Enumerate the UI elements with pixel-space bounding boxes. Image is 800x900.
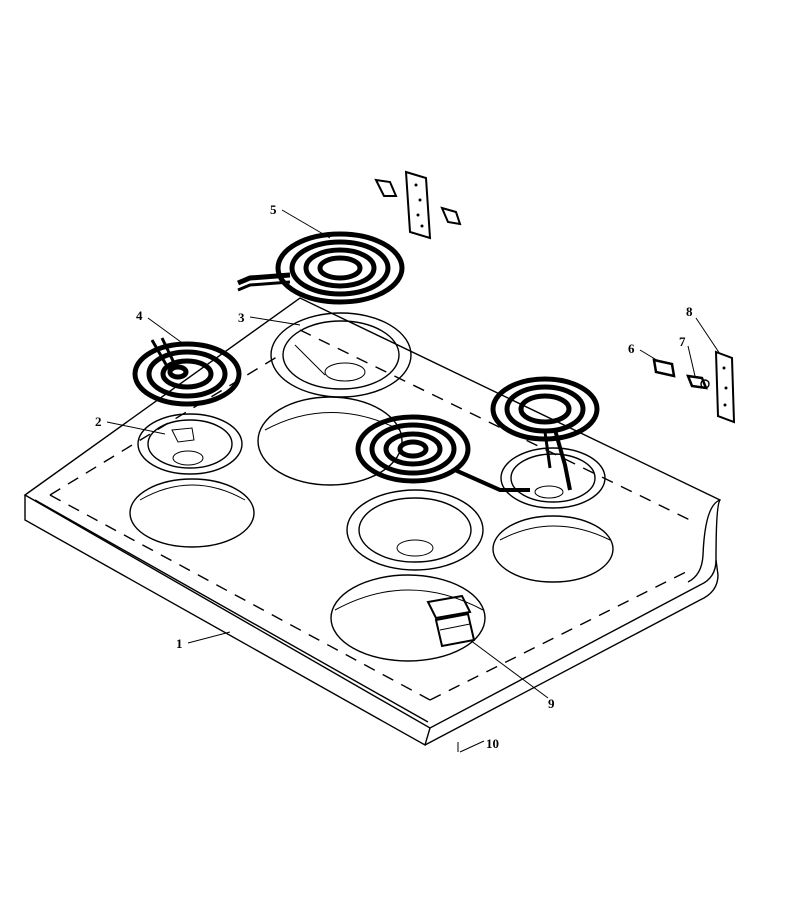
part-label-7: 7 [679,334,686,349]
burner-opening-front-left [129,478,255,548]
part-label-3: 3 [238,310,245,325]
burner-opening-front-right [492,515,614,583]
switch-assembly-part-9 [426,594,476,648]
bracket-part-6 [652,358,676,378]
part-label-8: 8 [686,304,693,319]
coil-element-large-back [237,231,405,305]
part-label-4: 4 [136,308,143,323]
part-label-6: 6 [628,341,635,356]
drip-bowl-small-left [137,413,243,475]
drip-bowl-center [346,489,484,571]
burner-opening-front-center [330,574,486,662]
terminal-bracket-back [374,170,462,240]
drip-bowl-right [500,447,606,509]
drip-bowl-large-back [270,312,412,398]
part-label-2: 2 [95,414,102,429]
leader-lines [106,209,721,753]
part-label-5: 5 [270,202,277,217]
coil-element-small-left [132,337,242,407]
part-label-10: 10 [486,736,499,751]
coil-element-right [490,376,600,491]
burner-opening-center [257,396,403,486]
terminal-block-right [714,350,736,424]
cooktop-panel [23,297,722,747]
clip-part-7 [686,374,710,390]
part-label-1: 1 [176,636,183,651]
part-label-9: 9 [548,696,555,711]
coil-element-center [355,414,530,492]
